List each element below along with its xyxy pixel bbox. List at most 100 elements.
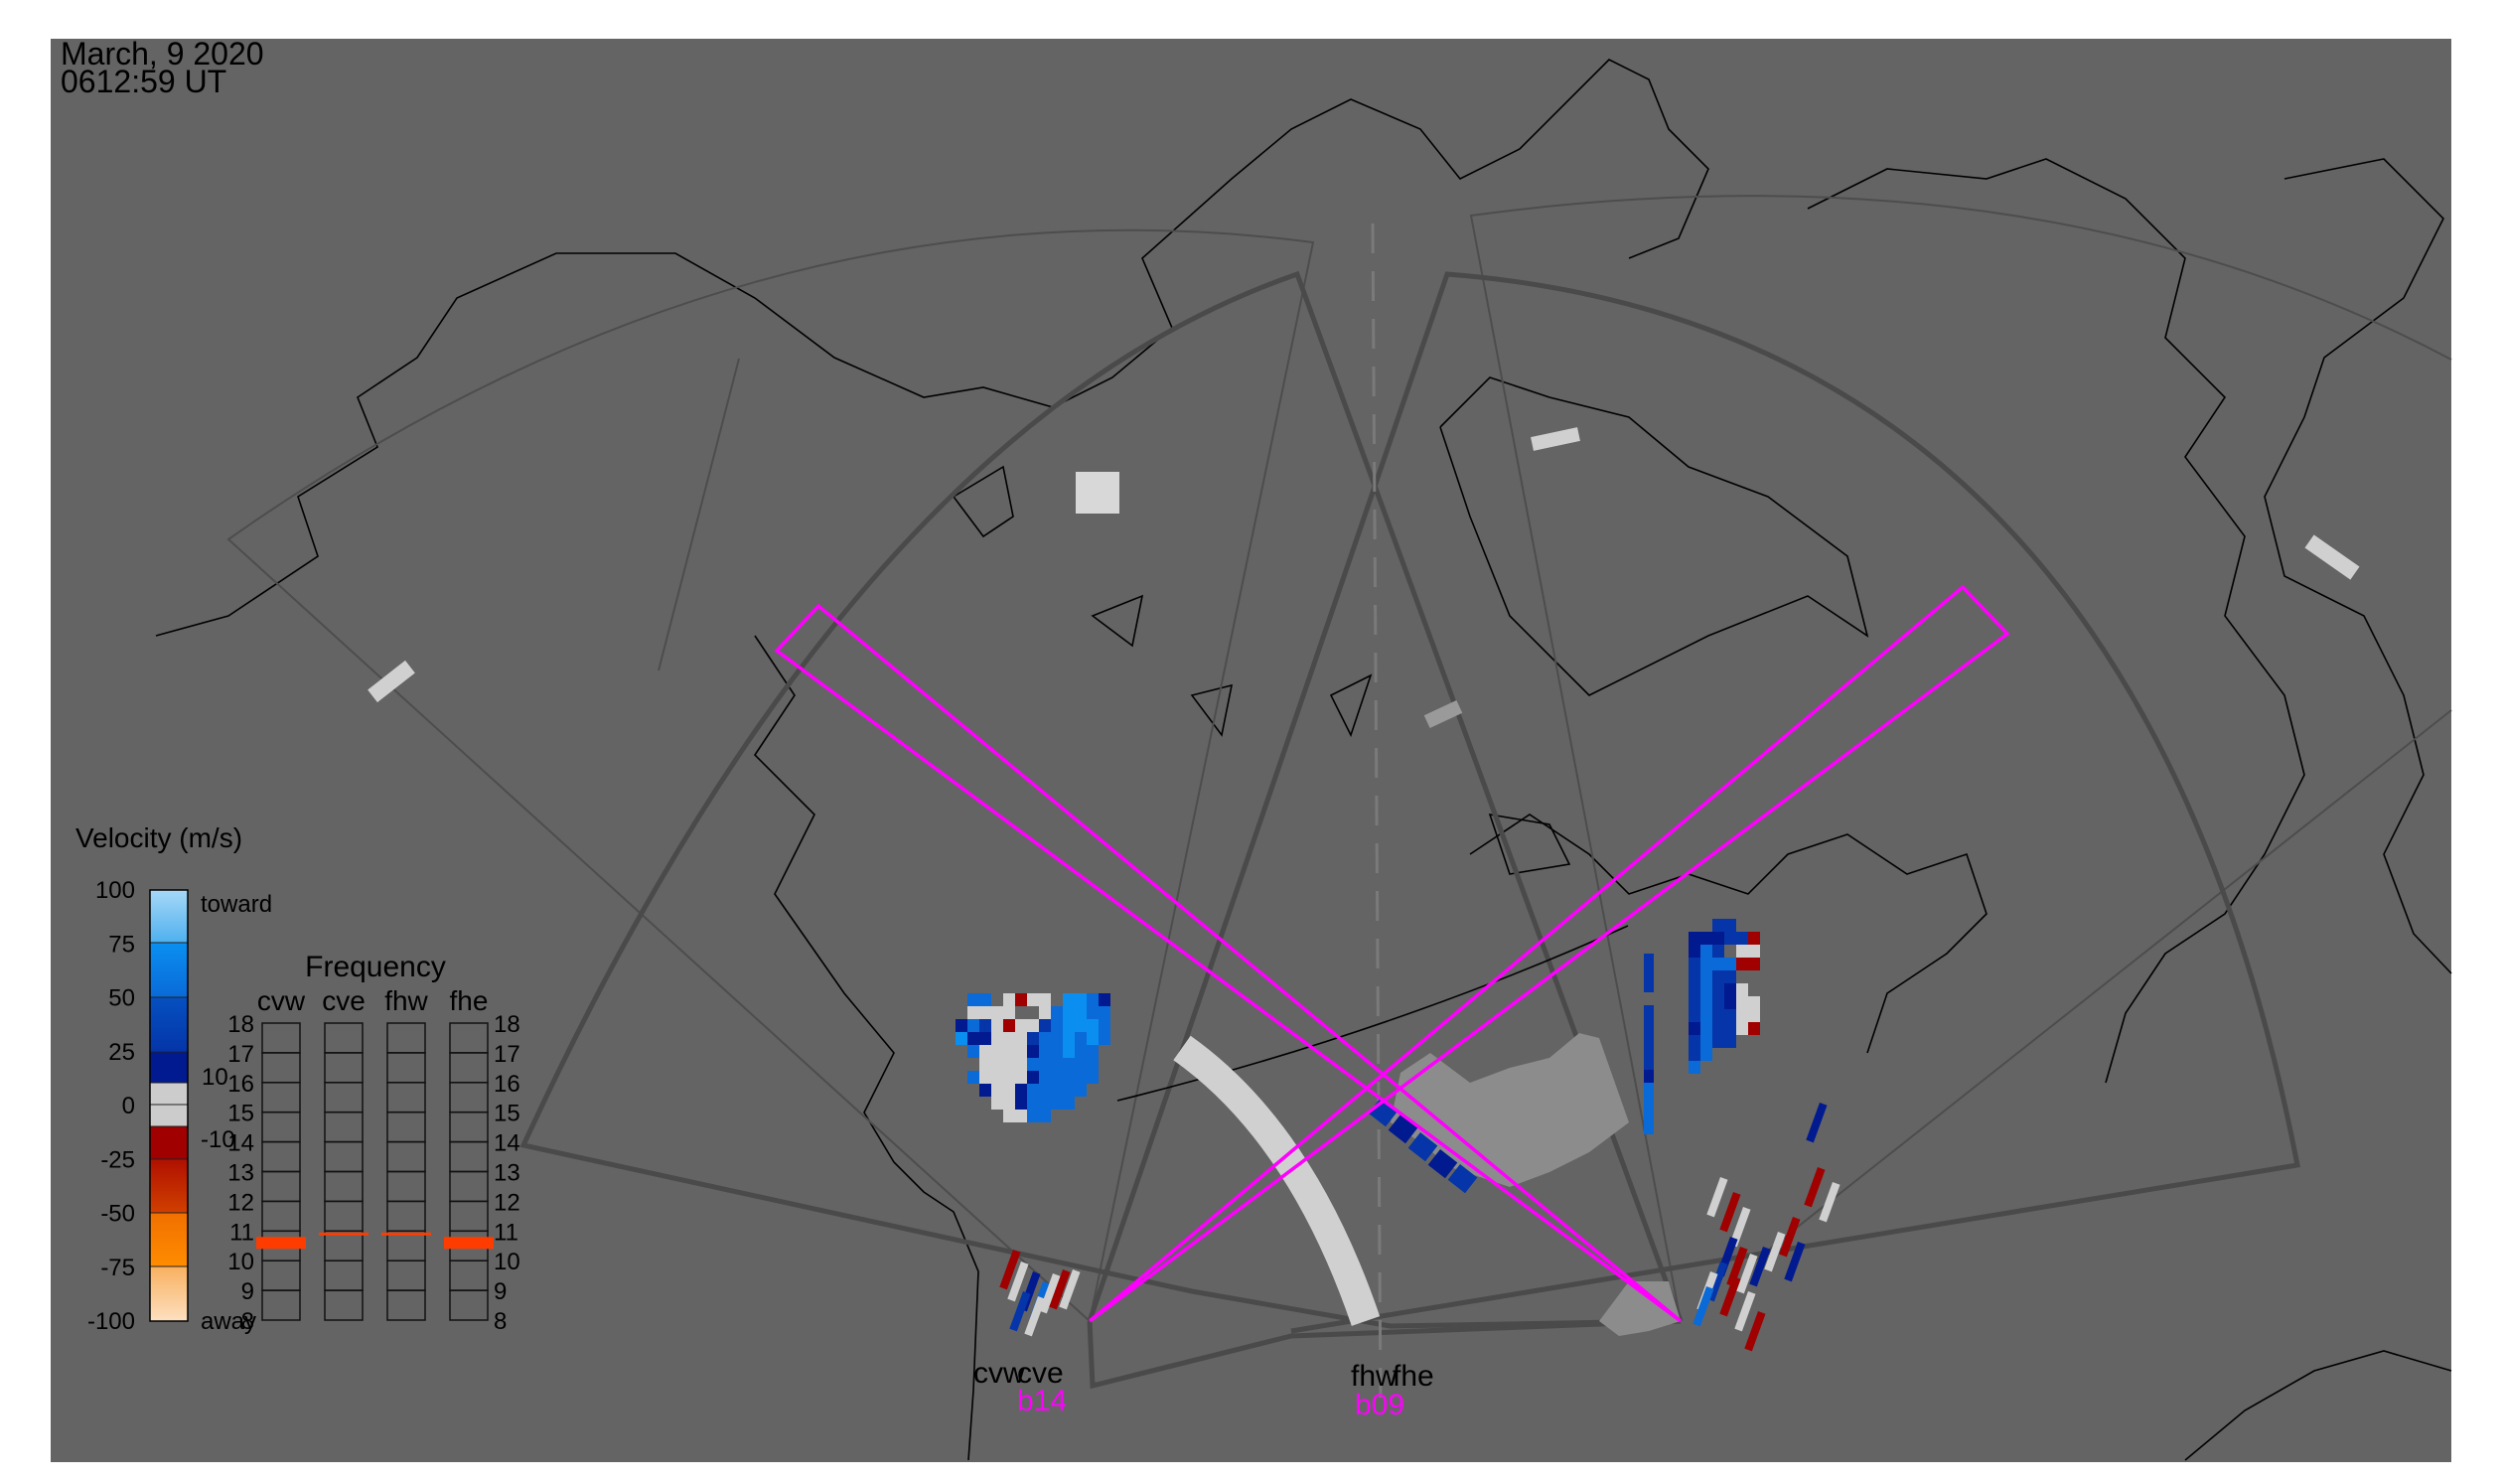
velocity-cell — [1719, 1275, 1741, 1317]
velocity-cell — [1724, 983, 1736, 996]
velocity-cell — [1003, 1071, 1015, 1084]
frequency-marker-cvw — [256, 1237, 306, 1250]
velocity-cell — [1003, 1006, 1015, 1019]
velocity-cell — [979, 1071, 991, 1084]
velocity-cell — [1027, 1097, 1039, 1110]
velocity-cell — [1644, 1057, 1654, 1070]
frequency-column-label-fhe: fhe — [450, 985, 489, 1016]
velocity-cell — [1819, 1182, 1840, 1223]
velocity-cell — [1689, 932, 1700, 945]
velocity-cell — [1736, 983, 1748, 996]
velocity-cell — [991, 1006, 1003, 1019]
velocity-cell — [1724, 919, 1736, 932]
velocity-cell — [1689, 996, 1700, 1009]
velocity-cell — [1700, 1035, 1712, 1048]
velocity-cell — [1049, 1269, 1071, 1310]
velocity-cell — [1063, 1019, 1075, 1032]
velocity-cell — [1689, 1009, 1700, 1022]
fan-outline-fhe — [1469, 195, 2452, 1322]
frequency-cell — [449, 1289, 489, 1321]
velocity-cell — [1051, 1019, 1063, 1032]
velocity-cell — [1087, 1006, 1099, 1019]
velocity-cell — [1009, 1291, 1031, 1332]
velocity-cell — [1748, 1009, 1760, 1022]
velocity-cell — [1059, 1269, 1081, 1310]
velocity-cell — [1039, 1097, 1051, 1110]
velocity-cell — [991, 1071, 1003, 1084]
velocity-cell — [1075, 1032, 1087, 1045]
velocity-cell — [1051, 1084, 1063, 1097]
isolated-scatter-cell — [1076, 472, 1119, 514]
velocity-cell — [1689, 1048, 1700, 1061]
velocity-cell — [1644, 1083, 1654, 1096]
velocity-cell — [1003, 993, 1015, 1006]
velocity-cell — [1712, 958, 1724, 970]
velocity-cell — [1015, 1110, 1027, 1122]
site-label-fhe: fhe — [1393, 1360, 1434, 1393]
coastline-europe — [2264, 158, 2452, 974]
velocity-cell — [1689, 958, 1700, 970]
velocity-cell — [1644, 979, 1654, 992]
velocity-cell — [1027, 993, 1039, 1006]
velocity-cell — [1644, 1044, 1654, 1057]
velocity-cell — [1087, 993, 1099, 1006]
frequency-tick-right: 13 — [494, 1160, 520, 1187]
velocity-cell — [1007, 1261, 1029, 1302]
beam-b14 — [1088, 584, 2010, 1323]
velocity-cell — [1644, 1018, 1654, 1031]
frequency-tick-left: 17 — [227, 1041, 254, 1068]
velocity-cell — [1644, 966, 1654, 979]
velocity-cell — [1700, 1009, 1712, 1022]
header: March, 9 2020 0612:59 UT — [61, 36, 264, 99]
velocity-cell — [1700, 945, 1712, 958]
velocity-cell — [1644, 1031, 1654, 1044]
isolated-scatter-cell — [1423, 700, 1463, 728]
fan-inner-line — [658, 358, 740, 671]
velocity-cell — [1644, 1070, 1654, 1083]
velocity-cell — [1689, 1022, 1700, 1035]
velocity-cell — [979, 1084, 991, 1097]
velocity-cell — [1712, 970, 1724, 983]
frequency-cell — [324, 1289, 364, 1321]
frequency-tick-left: 18 — [227, 1011, 254, 1038]
frequency-tick-right: 15 — [494, 1101, 520, 1127]
velocity-cell — [1003, 1058, 1015, 1071]
velocity-cell — [1724, 970, 1736, 983]
velocity-cell — [1806, 1103, 1828, 1143]
frequency-column-label-fhw: fhw — [384, 985, 428, 1016]
velocity-cell — [1689, 983, 1700, 996]
velocity-cell — [1051, 1058, 1063, 1071]
site-label-cve: cve — [1017, 1357, 1064, 1390]
frequency-cell — [386, 1289, 426, 1321]
velocity-cell — [1734, 1291, 1756, 1332]
velocity-cell — [1700, 983, 1712, 996]
velocity-cell — [1027, 1058, 1039, 1071]
date-label: March, 9 2020 — [61, 36, 264, 72]
velocity-cell — [1736, 1022, 1748, 1035]
velocity-cell — [1015, 1097, 1027, 1110]
velocity-cell — [1051, 1071, 1063, 1084]
velocity-cell — [979, 1006, 991, 1019]
velocity-cell — [991, 1032, 1003, 1045]
velocity-tick-label: 100 — [95, 877, 135, 904]
velocity-cell — [1779, 1217, 1801, 1258]
velocity-cell — [1712, 945, 1724, 958]
beam-highlights — [774, 584, 2010, 1323]
colorbar-frame — [149, 889, 189, 1322]
velocity-cell — [1748, 996, 1760, 1009]
frequency-tick-left: 13 — [227, 1160, 254, 1187]
colorbar-segment — [149, 1104, 189, 1127]
frequency-marker-cve — [319, 1232, 368, 1236]
fan-outline-cvw — [226, 228, 1315, 1322]
isolated-scatter-cell — [368, 660, 415, 703]
fan-outlines — [226, 195, 2452, 1406]
frequency-tick-right: 8 — [494, 1308, 507, 1335]
velocity-cell — [1087, 1032, 1099, 1045]
velocity-cell — [1015, 1032, 1027, 1045]
velocity-cell — [979, 1058, 991, 1071]
velocity-cell — [1784, 1242, 1806, 1282]
velocity-cell — [999, 1250, 1021, 1290]
velocity-cell — [1039, 1058, 1051, 1071]
